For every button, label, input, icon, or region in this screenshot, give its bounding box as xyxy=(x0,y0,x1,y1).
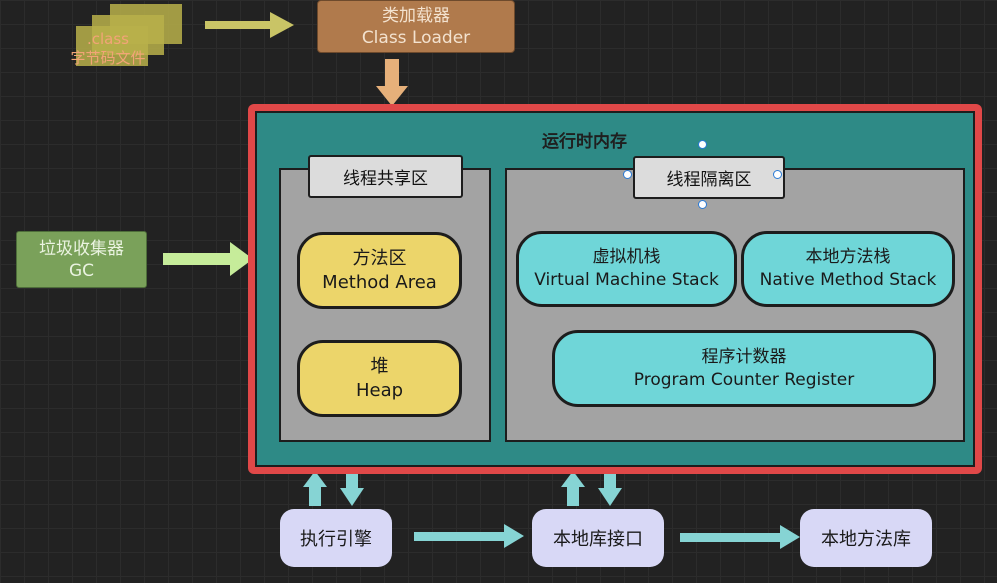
arrow-interface-down xyxy=(598,470,622,506)
pc-register-en: Program Counter Register xyxy=(633,369,855,390)
arrow-class-to-loader xyxy=(205,12,294,38)
class-file-label: .class 字节码文件 xyxy=(62,27,154,71)
arrow-engine-up xyxy=(303,471,327,506)
native-library-interface[interactable]: 本地库接口 xyxy=(532,509,664,567)
heap-en: Heap xyxy=(355,379,404,401)
class-file-ext: .class xyxy=(86,30,129,48)
runtime-memory-title: 运行时内存 xyxy=(542,132,627,152)
pc-register-cn: 程序计数器 xyxy=(701,346,787,367)
selection-handle-left[interactable] xyxy=(623,170,632,179)
method-area[interactable]: 方法区 Method Area xyxy=(297,232,462,309)
thread-shared-region: 方法区 Method Area 堆 Heap xyxy=(279,168,491,442)
class-loader-cn: 类加载器 xyxy=(382,5,450,26)
native-method-stack-en: Native Method Stack xyxy=(759,270,937,290)
class-file-stack: .class 字节码文件 xyxy=(62,4,186,76)
native-method-stack[interactable]: 本地方法栈 Native Method Stack xyxy=(741,231,955,307)
native-method-library[interactable]: 本地方法库 xyxy=(800,509,932,567)
heap[interactable]: 堆 Heap xyxy=(297,340,462,417)
vm-stack[interactable]: 虚拟机栈 Virtual Machine Stack xyxy=(516,231,737,307)
file-page-front xyxy=(76,26,148,66)
arrow-interface-to-library xyxy=(680,525,800,549)
thread-shared-label: 线程共享区 xyxy=(308,155,463,198)
selection-handle-top[interactable] xyxy=(698,140,707,149)
thread-isolated-label[interactable]: 线程隔离区 xyxy=(633,156,785,199)
class-file-desc: 字节码文件 xyxy=(70,49,146,67)
selection-handle-bottom[interactable] xyxy=(698,200,707,209)
vm-stack-cn: 虚拟机栈 xyxy=(592,247,661,267)
method-area-en: Method Area xyxy=(322,271,437,293)
gc-cn: 垃圾收集器 xyxy=(39,238,124,259)
program-counter-register[interactable]: 程序计数器 Program Counter Register xyxy=(552,330,936,407)
arrow-loader-to-runtime xyxy=(376,59,408,106)
selection-handle-right[interactable] xyxy=(773,170,782,179)
vm-stack-en: Virtual Machine Stack xyxy=(534,270,719,290)
class-loader-en: Class Loader xyxy=(361,27,471,48)
arrow-engine-to-interface xyxy=(414,524,524,548)
gc-en: GC xyxy=(68,260,95,281)
class-loader-box[interactable]: 类加载器 Class Loader xyxy=(317,0,515,53)
method-area-cn: 方法区 xyxy=(352,247,407,269)
arrow-interface-up xyxy=(561,471,585,506)
arrow-gc-to-runtime xyxy=(163,242,253,276)
gc-box[interactable]: 垃圾收集器 GC xyxy=(16,231,147,288)
runtime-memory-area: 运行时内存 方法区 Method Area 堆 Heap 线程共享区 虚拟机栈 … xyxy=(255,111,975,467)
heap-cn: 堆 xyxy=(370,355,389,377)
thread-isolated-region: 虚拟机栈 Virtual Machine Stack 本地方法栈 Native … xyxy=(505,168,965,442)
execution-engine[interactable]: 执行引擎 xyxy=(280,509,392,567)
arrow-engine-down xyxy=(340,470,364,506)
runtime-memory-frame: 运行时内存 方法区 Method Area 堆 Heap 线程共享区 虚拟机栈 … xyxy=(248,104,982,474)
native-method-stack-cn: 本地方法栈 xyxy=(805,247,891,267)
